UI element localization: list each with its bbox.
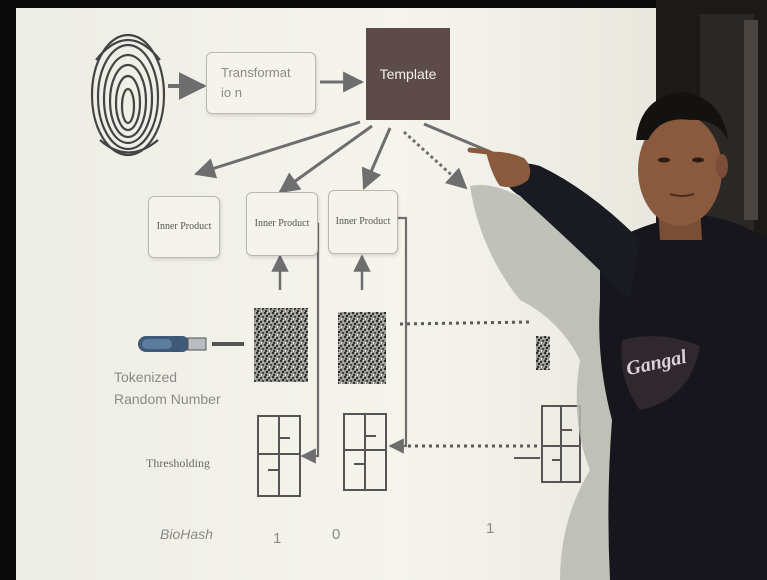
dotted-row-noise	[399, 320, 531, 326]
usb-token-icon	[138, 336, 207, 352]
biohash-label: BioHash	[160, 526, 213, 542]
threshold-box-3	[541, 405, 581, 483]
random-matrix-1	[254, 308, 308, 382]
inner-product-box-1: Inner Product	[148, 196, 220, 258]
thresholding-label: Thresholding	[146, 456, 210, 470]
bit-2: 0	[332, 526, 341, 543]
arrow-template-to-ip3	[361, 127, 392, 190]
inner-product-label-3: Inner Product	[335, 216, 391, 227]
inner-product-label-1: Inner Product	[156, 221, 212, 232]
arrow-template-to-ip2	[278, 124, 373, 194]
template-box	[366, 28, 450, 120]
arrow-template-dotted	[402, 130, 468, 190]
bit-3: 1	[486, 520, 495, 537]
token-label: Tokenized Random Number	[114, 369, 221, 407]
transformation-label: Transformatio n	[221, 65, 291, 100]
template-label: Template	[379, 66, 437, 82]
transformation-box: Transformatio n	[206, 52, 316, 114]
arrow-template-to-ip1	[193, 120, 361, 179]
inner-product-box-3: Inner Product	[328, 190, 398, 254]
fingerprint-icon	[90, 33, 166, 157]
threshold-box-1	[257, 415, 301, 497]
random-matrix-2	[338, 312, 386, 384]
presenter	[467, 92, 767, 580]
inner-product-box-2: Inner Product	[246, 192, 318, 256]
threshold-box-2	[343, 413, 387, 491]
inner-product-label-2: Inner Product	[254, 218, 310, 229]
random-matrix-3	[536, 336, 550, 370]
bit-1: 1	[273, 530, 282, 547]
